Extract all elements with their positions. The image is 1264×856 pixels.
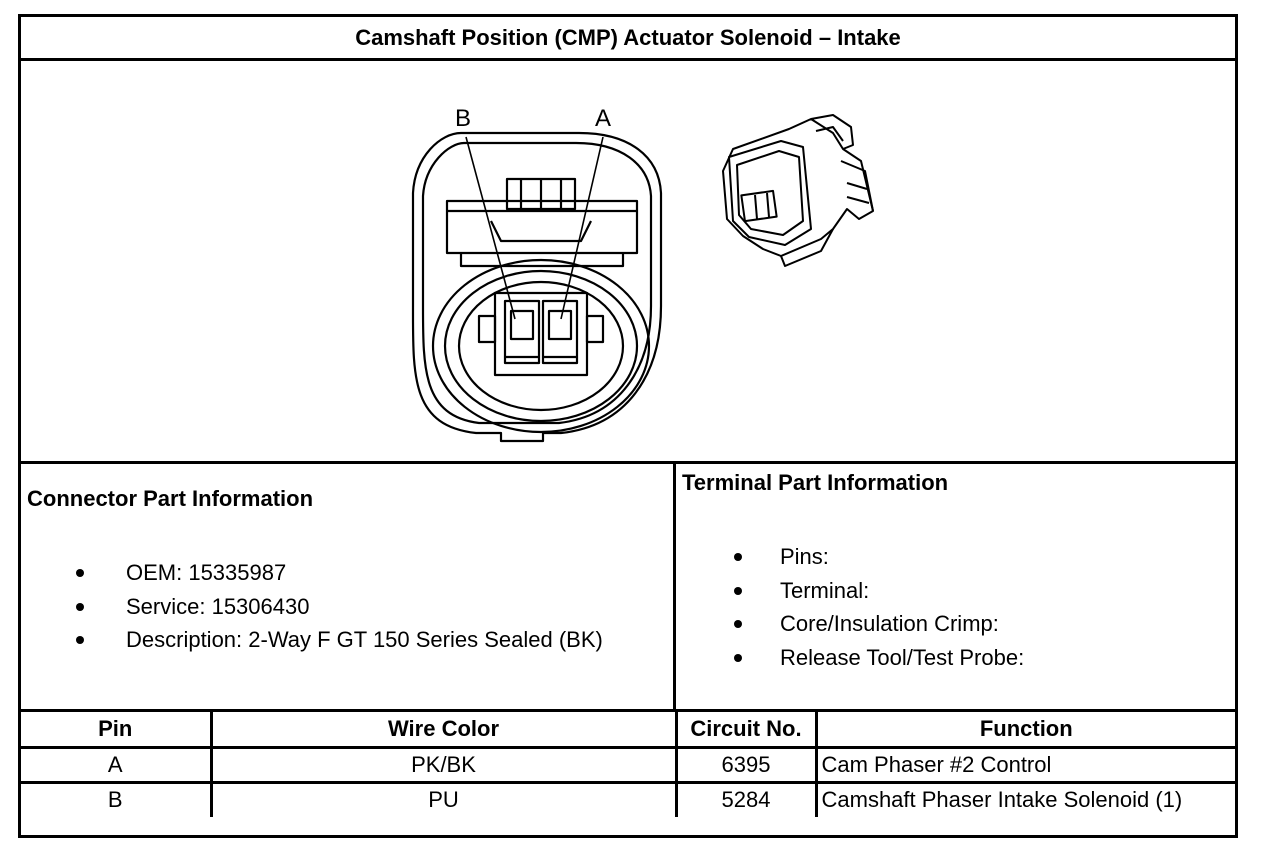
connector-info-heading: Connector Part Information [27, 486, 314, 511]
page-title: Camshaft Position (CMP) Actuator Solenoi… [21, 17, 1235, 61]
bullet-icon [734, 553, 742, 561]
cell-pin: B [21, 780, 213, 817]
cell-pin: A [21, 745, 213, 784]
bullet-icon [734, 586, 742, 595]
cell-wire-color: PU [209, 780, 678, 817]
cell-circuit-no: 6395 [674, 745, 818, 784]
connector-sheet: Camshaft Position (CMP) Actuator Solenoi… [18, 14, 1238, 838]
bullet-icon [76, 636, 84, 644]
cell-circuit-no: 5284 [674, 780, 818, 817]
pin-label-b: B [455, 105, 472, 132]
terminal-info-heading: Terminal Part Information [682, 470, 949, 495]
connector-drawing: B A [21, 61, 1235, 464]
col-header-circuit-no: Circuit No. [674, 712, 818, 749]
part-information-section: Connector Part Information OEM: 15335987… [21, 464, 1235, 712]
col-header-wire-color: Wire Color [209, 712, 678, 749]
table-row: A PK/BK 6395 Cam Phaser #2 Control [21, 745, 1235, 784]
table-header-row: Pin Wire Color Circuit No. Function [21, 712, 1235, 749]
bullet-icon [734, 653, 742, 662]
bullet-icon [76, 569, 84, 577]
cell-wire-color: PK/BK [209, 745, 678, 784]
terminal-part-info: Terminal Part Information Pins: Terminal… [682, 470, 1025, 670]
cell-function: Cam Phaser #2 Control [814, 745, 1235, 784]
connector-face-diagram [411, 114, 874, 443]
connector-part-info: Connector Part Information OEM: 15335987… [21, 464, 676, 709]
col-header-pin: Pin [21, 712, 213, 749]
cell-function: Camshaft Phaser Intake Solenoid (1) [814, 780, 1235, 817]
bullet-icon [76, 602, 84, 611]
col-header-function: Function [814, 712, 1235, 749]
table-row: B PU 5284 Camshaft Phaser Intake Solenoi… [21, 780, 1235, 817]
pin-table: Pin Wire Color Circuit No. Function A PK… [21, 712, 1235, 817]
pin-label-a: A [595, 105, 612, 132]
bullet-icon [734, 620, 742, 628]
